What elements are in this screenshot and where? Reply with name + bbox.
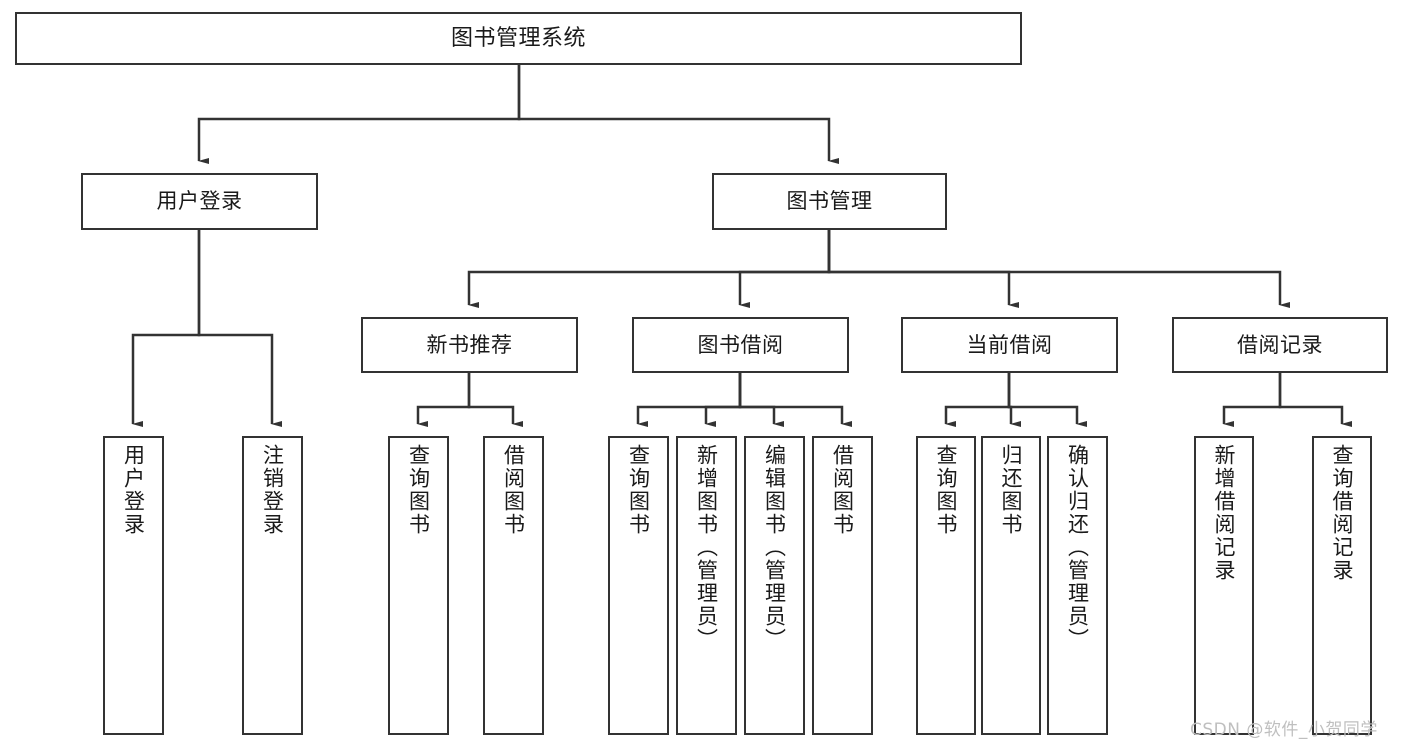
- node-leaf-bb-add[interactable]: 新增图书（管理员）: [676, 436, 737, 735]
- node-leaf-bb-query[interactable]: 查询图书: [608, 436, 669, 735]
- node-leaf-user-login[interactable]: 用户登录: [103, 436, 164, 735]
- connector-book-manage-to-current-borrow: [827, 230, 1019, 308]
- node-current-borrow[interactable]: 当前借阅: [901, 317, 1118, 373]
- node-leaf-nbr-borrow[interactable]: 借阅图书: [483, 436, 544, 735]
- node-label: 借阅记录: [1237, 332, 1323, 357]
- connector-book-borrow-to-leaf-bb-add: [704, 373, 742, 427]
- connector-borrow-record-to-leaf-br-query: [1278, 373, 1352, 427]
- node-leaf-bb-borrow[interactable]: 借阅图书: [812, 436, 873, 735]
- node-label: 归还图书: [999, 444, 1024, 536]
- node-label: 用户登录: [121, 444, 146, 536]
- node-label: 确认归还（管理员）: [1065, 444, 1090, 651]
- connector-current-borrow-to-leaf-cb-confirm: [1007, 373, 1087, 427]
- connector-current-borrow-to-leaf-cb-query: [944, 373, 1011, 427]
- csdn-watermark: CSDN @软件_小贺同学: [1190, 720, 1378, 740]
- connector-book-borrow-to-leaf-bb-query: [636, 373, 742, 427]
- connector-book-manage-to-book-borrow: [738, 230, 831, 308]
- connector-book-manage-to-new-book-rec: [467, 230, 831, 308]
- node-label: 新增图书（管理员）: [694, 444, 719, 651]
- node-label: 编辑图书（管理员）: [762, 444, 787, 651]
- node-new-book-rec[interactable]: 新书推荐: [361, 317, 578, 373]
- node-book-manage[interactable]: 图书管理: [712, 173, 947, 230]
- node-label: 借阅图书: [830, 444, 855, 536]
- node-leaf-br-query[interactable]: 查询借阅记录: [1312, 436, 1372, 735]
- node-borrow-record[interactable]: 借阅记录: [1172, 317, 1388, 373]
- node-label: 图书管理: [786, 189, 873, 214]
- node-user-login[interactable]: 用户登录: [81, 173, 318, 230]
- node-leaf-cb-return[interactable]: 归还图书: [981, 436, 1041, 735]
- connector-root-to-user-login: [197, 65, 521, 164]
- node-leaf-bb-edit[interactable]: 编辑图书（管理员）: [744, 436, 805, 735]
- node-label: 查询图书: [626, 444, 651, 536]
- node-label: 查询借阅记录: [1330, 444, 1355, 582]
- connector-borrow-record-to-leaf-br-add: [1222, 373, 1282, 427]
- node-label: 图书管理系统: [450, 25, 586, 51]
- connector-new-book-rec-to-leaf-nbr-borrow: [467, 373, 523, 427]
- node-label: 图书借阅: [697, 332, 784, 357]
- node-leaf-nbr-query[interactable]: 查询图书: [388, 436, 449, 735]
- node-label: 借阅图书: [501, 444, 526, 536]
- node-label: 用户登录: [156, 189, 243, 214]
- node-leaf-cb-query[interactable]: 查询图书: [916, 436, 976, 735]
- node-label: 查询图书: [934, 444, 959, 536]
- node-label: 当前借阅: [966, 332, 1053, 357]
- node-label: 新书推荐: [426, 332, 513, 357]
- connector-user-login-to-leaf-user-login: [131, 230, 201, 427]
- node-book-borrow[interactable]: 图书借阅: [632, 317, 849, 373]
- connector-root-to-book-manage: [517, 65, 839, 164]
- node-label: 查询图书: [406, 444, 431, 536]
- node-root[interactable]: 图书管理系统: [15, 12, 1022, 65]
- connector-user-login-to-leaf-user-logout: [197, 230, 282, 427]
- node-label: 新增借阅记录: [1212, 444, 1237, 582]
- connector-book-borrow-to-leaf-bb-edit: [738, 373, 784, 427]
- connector-new-book-rec-to-leaf-nbr-query: [416, 373, 471, 427]
- connector-book-borrow-to-leaf-bb-borrow: [738, 373, 852, 427]
- node-leaf-user-logout[interactable]: 注销登录: [242, 436, 303, 735]
- node-label: 注销登录: [260, 444, 285, 536]
- node-leaf-cb-confirm[interactable]: 确认归还（管理员）: [1047, 436, 1108, 735]
- connector-book-manage-to-borrow-record: [827, 230, 1290, 308]
- node-leaf-br-add[interactable]: 新增借阅记录: [1194, 436, 1254, 735]
- connector-current-borrow-to-leaf-cb-return: [1007, 373, 1021, 427]
